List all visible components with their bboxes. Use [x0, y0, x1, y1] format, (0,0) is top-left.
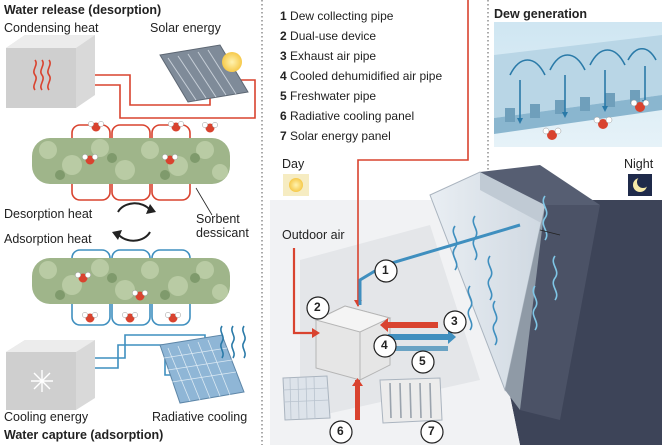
dual-use-device	[314, 305, 392, 381]
condensing-heat-label: Condensing heat	[4, 21, 99, 35]
solar-energy-label: Solar energy	[150, 21, 221, 35]
callout-2	[306, 296, 330, 320]
callout-1	[374, 259, 398, 283]
callout-3	[443, 310, 467, 334]
sorbent-bed-top	[32, 138, 230, 184]
water-release-heading: Water release (desorption)	[4, 3, 162, 17]
condenser-box	[6, 35, 95, 108]
radiative-cooling-panel-left	[159, 325, 246, 404]
cooling-energy-label: Cooling energy	[4, 410, 89, 424]
night-label: Night	[624, 157, 654, 171]
sorbent-bed-bottom	[32, 258, 230, 304]
callout-7-number: 7	[428, 424, 435, 438]
callout-5-number: 5	[419, 354, 426, 368]
outdoor-air-label: Outdoor air	[282, 228, 345, 242]
solar-panel	[159, 44, 249, 103]
legend-item-7: 7 Solar energy panel	[280, 129, 391, 143]
water-molecules	[75, 121, 218, 323]
legend-item-4: 4 Cooled dehumidified air pipe	[280, 69, 443, 83]
pipes	[282, 0, 521, 424]
dew-generation-heading: Dew generation	[494, 7, 588, 21]
callout-2-number: 2	[314, 300, 321, 314]
legend-item-6: 6 Radiative cooling panel	[280, 109, 415, 123]
legend-item-2: 2 Dual-use device	[280, 29, 377, 43]
sorbent-label: Sorbent	[196, 212, 240, 226]
legend-item-5: 5 Freshwater pipe	[280, 89, 377, 103]
adsorption-heat-label: Adsorption heat	[4, 232, 92, 246]
callout-6-number: 6	[337, 424, 344, 438]
moon-icon	[628, 174, 652, 196]
cycle-arrows-icon	[112, 202, 156, 242]
callout-3-number: 3	[451, 314, 458, 328]
callout-6	[329, 420, 353, 444]
legend-item-3: 3 Exhaust air pipe	[280, 49, 377, 63]
dessicant-label: dessicant	[196, 226, 249, 240]
callout-4-number: 4	[381, 338, 388, 352]
cooling-box	[6, 340, 95, 410]
day-label: Day	[282, 157, 305, 171]
water-capture-heading: Water capture (adsorption)	[4, 428, 164, 442]
desorption-heat-label: Desorption heat	[4, 207, 93, 221]
callout-5	[411, 350, 435, 374]
dew-generation-panel	[494, 22, 662, 147]
radiative-cooling-label: Radiative cooling	[152, 410, 248, 424]
callout-1-number: 1	[382, 263, 389, 277]
legend-item-1: 1 Dew collecting pipe	[280, 9, 394, 23]
callout-7	[420, 420, 444, 444]
sorbent-leader-line	[195, 187, 213, 216]
callout-4	[373, 334, 397, 358]
callout-markers	[306, 259, 467, 444]
sun-icon	[283, 174, 309, 196]
